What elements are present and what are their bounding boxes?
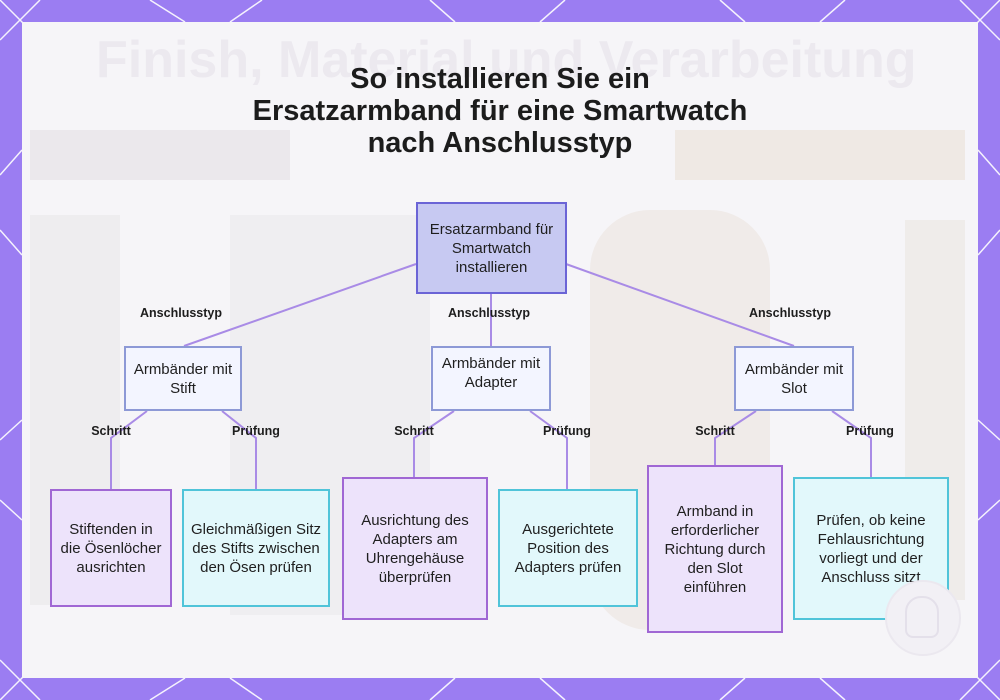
edge-label-type-1: Anschlusstyp <box>140 306 222 320</box>
title-line-2: Ersatzarmband für eine Smartwatch <box>252 95 748 127</box>
edge-label-step-1: Schritt <box>91 424 131 438</box>
type-node-label: Armbänder mit Slot <box>744 360 844 397</box>
step-node-label: Ausrichtung des Adapters am Uhrengehäuse… <box>361 511 469 586</box>
check-node-adapter: Ausgerichtete Position des Adapters prüf… <box>498 489 638 607</box>
diagram-title: So installieren Sie ein Ersatzarmband fü… <box>0 63 1000 159</box>
root-node-label: Ersatzarmband für Smartwatch installiere… <box>429 220 554 276</box>
edge-label-step-2: Schritt <box>394 424 434 438</box>
edge-adapter-check <box>529 410 568 489</box>
type-node-label: Armbänder mit Adapter <box>441 355 541 391</box>
edge-label-check-2: Prüfung <box>543 424 591 438</box>
step-node-slot: Armband in erforderlicher Richtung durch… <box>647 465 783 633</box>
type-node-slot: Armbänder mit Slot <box>734 346 854 411</box>
edge-stift-step <box>110 410 148 489</box>
edge-label-check-3: Prüfung <box>846 424 894 438</box>
edge-slot-step <box>714 410 757 465</box>
background-banner-right <box>675 130 965 180</box>
edge-label-type-3: Anschlusstyp <box>749 306 831 320</box>
edge-label-type-2: Anschlusstyp <box>448 306 530 320</box>
check-node-label: Gleichmäßigen Sitz des Stifts zwischen d… <box>190 520 322 576</box>
edge-stift-check <box>221 410 257 489</box>
edge-label-step-3: Schritt <box>695 424 735 438</box>
edge-root-to-slot <box>565 263 795 347</box>
type-node-stift: Armbänder mit Stift <box>124 346 242 411</box>
title-line-3: nach Anschlusstyp <box>367 127 633 159</box>
root-node: Ersatzarmband für Smartwatch installiere… <box>416 202 567 294</box>
type-node-label: Armbänder mit Stift <box>133 360 233 397</box>
background-banner-left <box>30 130 290 180</box>
watermark-logo-icon <box>885 580 961 656</box>
step-node-label: Stiftenden in die Ösenlöcher ausrichten <box>60 520 162 576</box>
edge-root-to-stift <box>183 263 417 347</box>
step-node-adapter: Ausrichtung des Adapters am Uhrengehäuse… <box>342 477 488 620</box>
edge-slot-check <box>831 410 872 477</box>
title-line-1: So installieren Sie ein <box>350 63 650 95</box>
step-node-label: Armband in erforderlicher Richtung durch… <box>664 502 766 596</box>
step-node-stift: Stiftenden in die Ösenlöcher ausrichten <box>50 489 172 607</box>
check-node-label: Ausgerichtete Position des Adapters prüf… <box>514 520 622 576</box>
background-heading: Finish, Material und Verarbeitung <box>96 31 917 89</box>
edge-label-check-1: Prüfung <box>232 424 280 438</box>
check-node-stift: Gleichmäßigen Sitz des Stifts zwischen d… <box>182 489 330 607</box>
edge-adapter-step <box>413 410 455 477</box>
check-node-label: Prüfen, ob keine Fehlausrichtung vorlieg… <box>816 511 926 586</box>
type-node-adapter: Armbänder mit Adapter <box>431 346 551 411</box>
